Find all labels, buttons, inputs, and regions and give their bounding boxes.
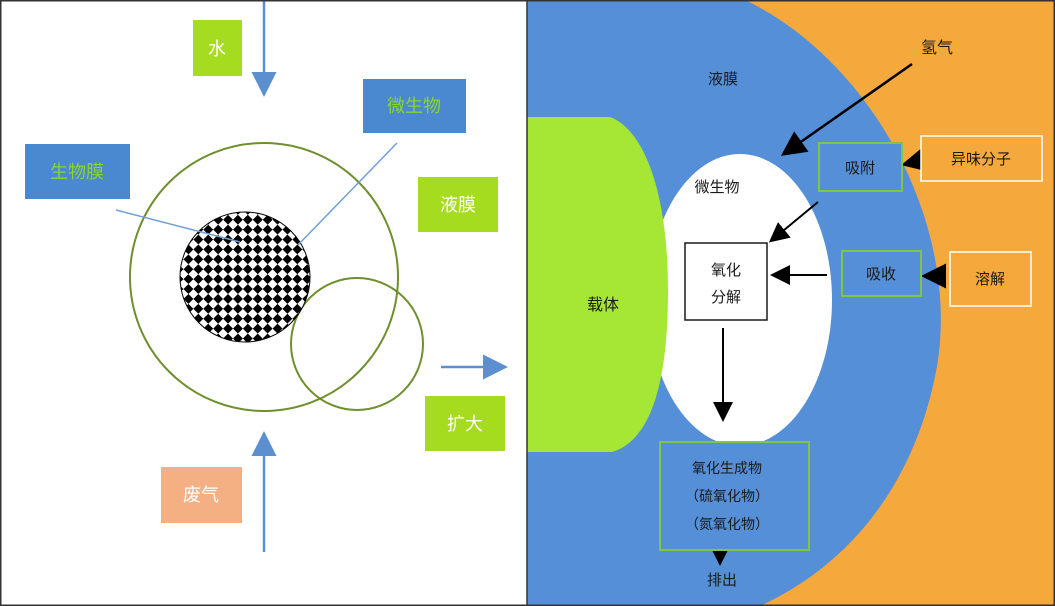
enlarge-label: 扩大	[425, 396, 505, 451]
svg-text:微生物: 微生物	[387, 96, 441, 117]
liquid-film-circle	[129, 142, 399, 412]
svg-text:水: 水	[208, 39, 226, 60]
carrier-region	[527, 117, 668, 452]
svg-text:吸附: 吸附	[845, 159, 875, 177]
odor-molecule-box: 异味分子	[920, 135, 1043, 182]
svg-text:氧化生成物: 氧化生成物	[692, 461, 762, 477]
enlarge-circle	[290, 277, 424, 411]
biofilm-label: 生物膜	[25, 144, 130, 199]
oxygen-arrow	[780, 62, 913, 156]
adsorption-box: 吸附	[818, 142, 903, 192]
dissolve-box: 溶解	[949, 251, 1032, 307]
absorption-box: 吸收	[841, 250, 922, 297]
biofilm-disc	[179, 211, 311, 343]
microbe-leader-line	[297, 142, 398, 246]
svg-text:扩大: 扩大	[447, 414, 483, 435]
water-label: 水	[193, 20, 242, 76]
liquid-film-text: 液膜	[708, 70, 738, 88]
svg-text:液膜: 液膜	[440, 195, 476, 216]
products-box: 氧化生成物 （硫氧化物） （氮氧化物）	[659, 441, 810, 551]
svg-text:异味分子: 异味分子	[951, 150, 1011, 168]
microbe-label: 微生物	[363, 79, 466, 133]
svg-text:溶解: 溶解	[975, 270, 1005, 288]
carrier-text: 载体	[587, 295, 619, 314]
microbe-text: 微生物	[694, 178, 739, 196]
biofilm-leader-line	[115, 209, 241, 243]
discharge-text: 排出	[707, 571, 737, 589]
svg-text:生物膜: 生物膜	[50, 162, 104, 183]
svg-text:（氮氧化物）: （氮氧化物）	[685, 517, 769, 533]
svg-text:废气: 废气	[183, 485, 219, 506]
odor-arrow	[901, 147, 929, 172]
oxygen-text: 氢气	[921, 38, 953, 57]
svg-text:（硫氧化物）: （硫氧化物）	[685, 489, 769, 505]
svg-text:分解: 分解	[711, 288, 741, 306]
waste-gas-label: 废气	[161, 467, 242, 523]
liquid-film-label: 液膜	[418, 177, 498, 232]
oxidize-box: 氧化 分解	[684, 242, 768, 321]
microbe-to-oxidize-arrow	[768, 201, 819, 243]
svg-text:吸收: 吸收	[866, 265, 896, 283]
svg-text:氧化: 氧化	[711, 261, 741, 279]
